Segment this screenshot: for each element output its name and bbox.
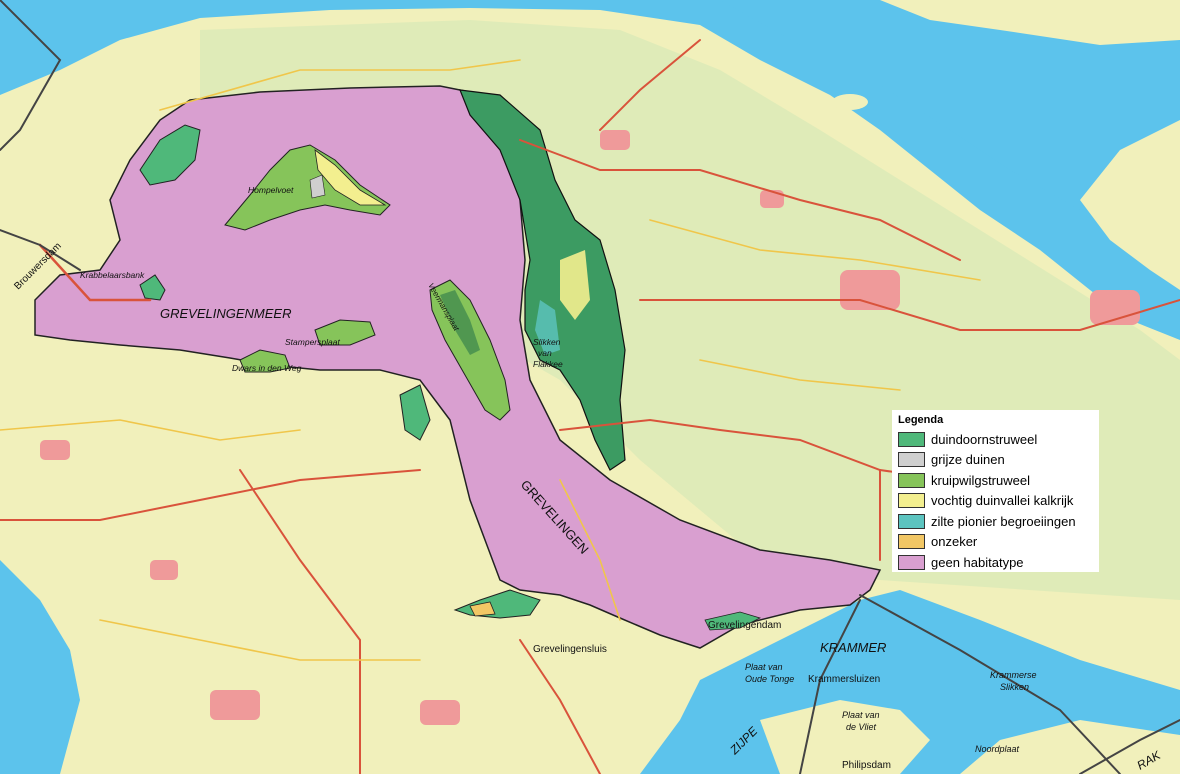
label-stampersplaat: Stampersplaat bbox=[285, 337, 340, 347]
label-krabbelaarsbank: Krabbelaarsbank bbox=[80, 270, 145, 280]
legend-item: kruipwilgstruweel bbox=[898, 470, 1093, 491]
label-plaat-vliet-2: de Vliet bbox=[846, 722, 877, 732]
label-noordplaat: Noordplaat bbox=[975, 744, 1020, 754]
label-grevelingendam: Grevelingendam bbox=[708, 620, 781, 631]
island-hompelvoet-grey bbox=[309, 174, 326, 199]
land-east-peninsula bbox=[1080, 120, 1180, 290]
island-veermansplaat-dark bbox=[440, 290, 480, 355]
label-slikken-1: Slikken bbox=[533, 337, 561, 347]
river-island bbox=[832, 94, 868, 110]
legend-panel: Legenda duindoornstruweel grijze duinen … bbox=[892, 410, 1099, 572]
legend-item: vochtig duinvallei kalkrijk bbox=[898, 491, 1093, 512]
legend-swatch bbox=[898, 554, 925, 570]
land-philipsdam bbox=[760, 700, 930, 774]
legend-list: duindoornstruweel grijze duinen kruipwil… bbox=[898, 429, 1093, 573]
island-hompelvoet bbox=[224, 144, 391, 231]
legend-item: geen habitatype bbox=[898, 552, 1093, 573]
legend-label: grijze duinen bbox=[931, 452, 1005, 468]
legend-item: onzeker bbox=[898, 532, 1093, 553]
legend-swatch bbox=[898, 493, 925, 509]
island-krabbelaarsbank bbox=[139, 274, 166, 301]
label-krammerse-2: Slikken bbox=[1000, 682, 1029, 692]
label-plaat-oude-tonge-2: Oude Tonge bbox=[745, 674, 794, 684]
legend-item: zilte pionier begroeiingen bbox=[898, 511, 1093, 532]
legend-label: geen habitatype bbox=[931, 554, 1024, 570]
label-plaat-oude-tonge-1: Plaat van bbox=[745, 662, 783, 672]
label-plaat-vliet-1: Plaat van bbox=[842, 710, 880, 720]
legend-swatch bbox=[898, 534, 925, 550]
legend-label: vochtig duinvallei kalkrijk bbox=[931, 493, 1074, 509]
legend-label: duindoornstruweel bbox=[931, 431, 1038, 447]
label-slikken-2: van bbox=[538, 348, 552, 358]
label-slikken-3: Flakkee bbox=[533, 359, 563, 369]
label-hompelvoet: Hompelvoet bbox=[248, 185, 294, 195]
flakkee-south-patch bbox=[399, 384, 431, 441]
label-grevelingensluis: Grevelingensluis bbox=[533, 644, 607, 655]
legend-swatch bbox=[898, 431, 925, 447]
label-krammerse-1: Krammerse bbox=[990, 670, 1037, 680]
land-north-east bbox=[880, 0, 1180, 45]
legend-label: zilte pionier begroeiingen bbox=[931, 513, 1076, 529]
legend-swatch bbox=[898, 452, 925, 468]
dune-northwest bbox=[139, 124, 201, 186]
label-philipsdam: Philipsdam bbox=[842, 760, 891, 771]
label-dwars-in-den-weg: Dwars in den Weg bbox=[232, 363, 302, 373]
legend-item: duindoornstruweel bbox=[898, 429, 1093, 450]
sea-south-west bbox=[0, 560, 80, 774]
label-grevelingenmeer: GREVELINGENMEER bbox=[160, 306, 291, 321]
label-krammer: KRAMMER bbox=[820, 640, 886, 655]
slikken-van-flakkee bbox=[459, 89, 626, 471]
slikken-dune bbox=[560, 250, 590, 320]
label-krammersluizen: Krammersluizen bbox=[808, 674, 880, 685]
land-south-east bbox=[960, 720, 1180, 774]
island-hompelvoet-dune bbox=[314, 149, 387, 206]
legend-swatch bbox=[898, 513, 925, 529]
slikken-salt bbox=[535, 300, 560, 355]
grevelingendam-habitat bbox=[704, 611, 762, 631]
legend-item: grijze duinen bbox=[898, 450, 1093, 471]
island-dwars-in-den-weg bbox=[239, 349, 291, 373]
legend-label: onzeker bbox=[931, 534, 978, 550]
sea-west bbox=[0, 0, 60, 90]
island-stampersplaat bbox=[314, 319, 376, 346]
river-north bbox=[720, 0, 1180, 260]
south-shore-uncertain bbox=[469, 601, 496, 617]
land-south-west bbox=[0, 330, 880, 774]
legend-swatch bbox=[898, 472, 925, 488]
legend-label: kruipwilgstruweel bbox=[931, 472, 1030, 488]
legend-title: Legenda bbox=[898, 414, 944, 426]
